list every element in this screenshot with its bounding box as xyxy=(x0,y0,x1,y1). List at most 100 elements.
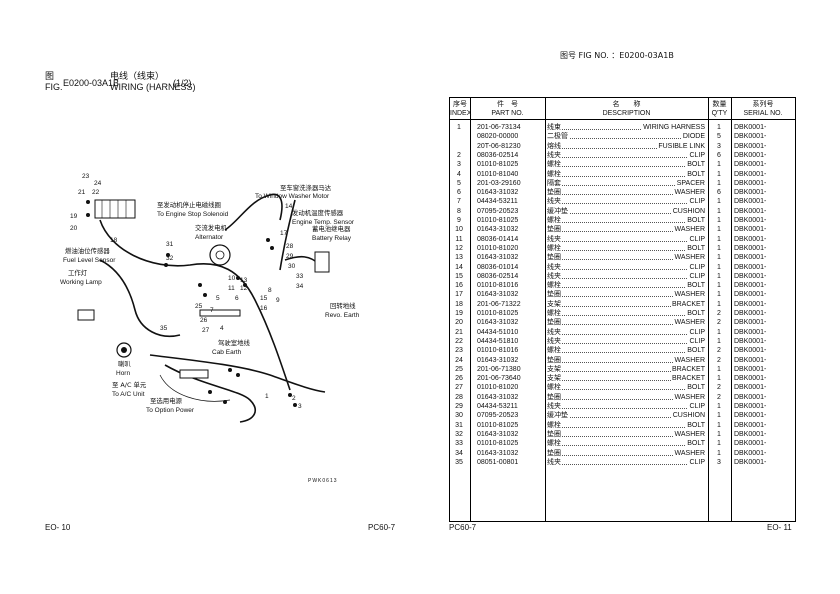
row-name-cn: 垫圈 xyxy=(547,225,562,234)
row-name-en: CLIP xyxy=(688,402,705,412)
harness-engine xyxy=(224,193,283,231)
header-index-cn: 序号 xyxy=(453,100,467,108)
row-serial: DBK0001- xyxy=(734,142,767,150)
cab-earth-bracket xyxy=(199,309,241,317)
row-name-en: DIODE xyxy=(681,132,705,142)
index-number: 22 xyxy=(92,189,100,196)
row-name-en: BRACKET xyxy=(670,364,705,375)
row-name-cn: 线夹 xyxy=(547,234,562,243)
row-qty: 1 xyxy=(717,207,721,215)
row-serial: DBK0001- xyxy=(734,124,767,131)
index-number: 6 xyxy=(235,295,239,302)
callout-working-lamp-en: Working Lamp xyxy=(60,279,102,286)
row-serial: DBK0001- xyxy=(734,133,767,141)
bracket-icon xyxy=(179,369,209,379)
row-name-cn: 螺栓 xyxy=(547,420,562,429)
row-name-en: CLIP xyxy=(688,271,705,282)
row-index: 7 xyxy=(457,198,461,206)
callout-fuel-sensor-cn: 燃油油位传感器 xyxy=(65,246,110,255)
row-name-en: BOLT xyxy=(686,420,705,430)
row-qty: 3 xyxy=(717,458,721,466)
callout-horn-cn: 喇叭 xyxy=(118,359,131,368)
row-part-number: 01643-31032 xyxy=(477,291,519,299)
index-number: 30 xyxy=(288,263,296,270)
row-serial: DBK0001- xyxy=(734,198,767,206)
fig-label-en: FIG. xyxy=(45,82,63,92)
row-qty: 1 xyxy=(717,300,721,308)
row-name-en: BOLT xyxy=(686,243,705,254)
index-number: 32 xyxy=(166,255,174,262)
index-number: 28 xyxy=(286,243,294,250)
row-serial: DBK0001- xyxy=(734,179,767,187)
row-name-en: SPACER xyxy=(675,178,705,189)
row-part-number: 04434-53211 xyxy=(477,198,518,206)
index-number: 34 xyxy=(296,283,304,290)
row-name-cn: 线夹 xyxy=(547,327,562,336)
row-qty: 1 xyxy=(717,282,721,290)
index-number: 1 xyxy=(265,393,269,400)
index-number: 33 xyxy=(296,273,304,280)
row-serial: DBK0001- xyxy=(734,393,767,401)
index-number: 4 xyxy=(220,325,224,332)
row-index: 21 xyxy=(455,328,463,336)
row-serial: DBK0001- xyxy=(734,403,767,410)
fig-title: 电线（线束） WIRING (HARNESS) xyxy=(110,72,196,92)
row-index: 34 xyxy=(455,449,463,457)
callout-ac-unit-en: To A/C Unit xyxy=(112,391,145,398)
callout-horn-en: Horn xyxy=(116,370,130,377)
index-number: 5 xyxy=(216,295,220,302)
row-name-cn: 螺栓 xyxy=(547,169,562,178)
row-description: 螺栓 BOLT xyxy=(547,420,705,430)
row-name-en: WIRING HARNESS xyxy=(642,123,705,133)
header-part-cn: 件 号 xyxy=(497,100,518,108)
index-number: 9 xyxy=(276,297,280,304)
row-name-cn: 二极管 xyxy=(547,132,569,141)
row-qty: 1 xyxy=(717,375,721,383)
row-part-number: 01643-31032 xyxy=(477,430,519,438)
row-name-en: WASHER xyxy=(673,355,705,365)
alternator-icon xyxy=(209,244,231,266)
row-name-en: CLIP xyxy=(688,327,705,337)
relay-block-icon xyxy=(94,199,136,219)
callout-temp-sensor-en: Engine Temp. Sensor xyxy=(292,219,355,226)
row-qty: 1 xyxy=(717,272,721,280)
row-part-number: 01643-31032 xyxy=(477,226,519,234)
row-index: 8 xyxy=(457,207,461,215)
row-serial: DBK0001- xyxy=(734,300,767,308)
row-name-en: CUSHION xyxy=(671,411,705,421)
row-part-number: 04434-51810 xyxy=(477,337,519,345)
row-index: 12 xyxy=(455,244,463,252)
row-part-number: 01643-31032 xyxy=(477,189,519,197)
row-name-en: WASHER xyxy=(673,448,705,458)
row-qty: 2 xyxy=(717,310,721,317)
harness-option xyxy=(159,374,231,402)
row-description: 二极管 DIODE xyxy=(547,132,705,142)
right-footer-model: PC60-7 xyxy=(449,523,477,532)
row-name-cn: 线夹 xyxy=(547,262,562,271)
row-part-number: 04434-51010 xyxy=(477,328,519,336)
row-name-cn: 垫圈 xyxy=(547,290,562,299)
